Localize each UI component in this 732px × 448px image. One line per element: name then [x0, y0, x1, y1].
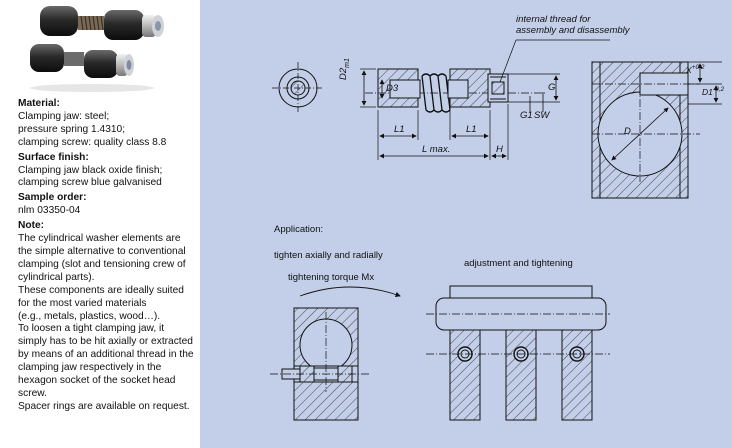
dim-d2: D2m1 [338, 58, 351, 80]
application-mode-adjust: adjustment and tightening [464, 258, 573, 269]
dim-sw: SW [534, 110, 550, 121]
finish-text: Clamping jaw black oxide finish; clampin… [18, 164, 163, 189]
material-text: Clamping jaw: steel; pressure spring 1.4… [18, 110, 167, 148]
dim-l1-left: L1 [394, 124, 405, 135]
dim-h: H [496, 144, 503, 155]
application-adjustment [426, 285, 610, 421]
product-info: Material: Clamping jaw: steel; pressure … [18, 96, 198, 414]
dim-x: X+0,2 [686, 64, 705, 75]
finish-heading: Surface finish: [18, 151, 89, 163]
dim-l1-right: L1 [466, 124, 477, 135]
technical-drawing [270, 39, 722, 421]
dim-d3: D3 [386, 83, 399, 94]
dim-lmax: L max. [422, 144, 451, 155]
side-view [360, 39, 610, 160]
section-view [591, 61, 722, 199]
end-view [272, 62, 324, 114]
dim-g: G [548, 82, 556, 93]
note-text: The cylindrical washer elements are the … [18, 233, 194, 412]
application-axial-radial [270, 286, 401, 421]
sample-heading: Sample order: [18, 192, 87, 204]
dim-diameter: D [624, 126, 631, 137]
lower-clamp-part [30, 44, 134, 78]
application-mode-axial: tighten axially and radially [274, 250, 383, 261]
application-torque: tightening torque Mx [288, 272, 375, 283]
thread-annotation: internal thread for assembly and disasse… [516, 14, 630, 36]
dim-g1: G1 [520, 110, 533, 121]
technical-drawing-panel: internal thread for assembly and disasse… [200, 0, 732, 448]
sample-text: nlm 03350-04 [18, 205, 81, 217]
upper-clamp-part [40, 6, 164, 40]
note-heading: Note: [18, 220, 45, 232]
application-title: Application: [274, 224, 324, 235]
info-panel: Material: Clamping jaw: steel; pressure … [0, 0, 200, 448]
material-heading: Material: [18, 98, 60, 109]
dim-d1: D1-0,2 [702, 86, 725, 97]
product-photo [30, 6, 164, 92]
